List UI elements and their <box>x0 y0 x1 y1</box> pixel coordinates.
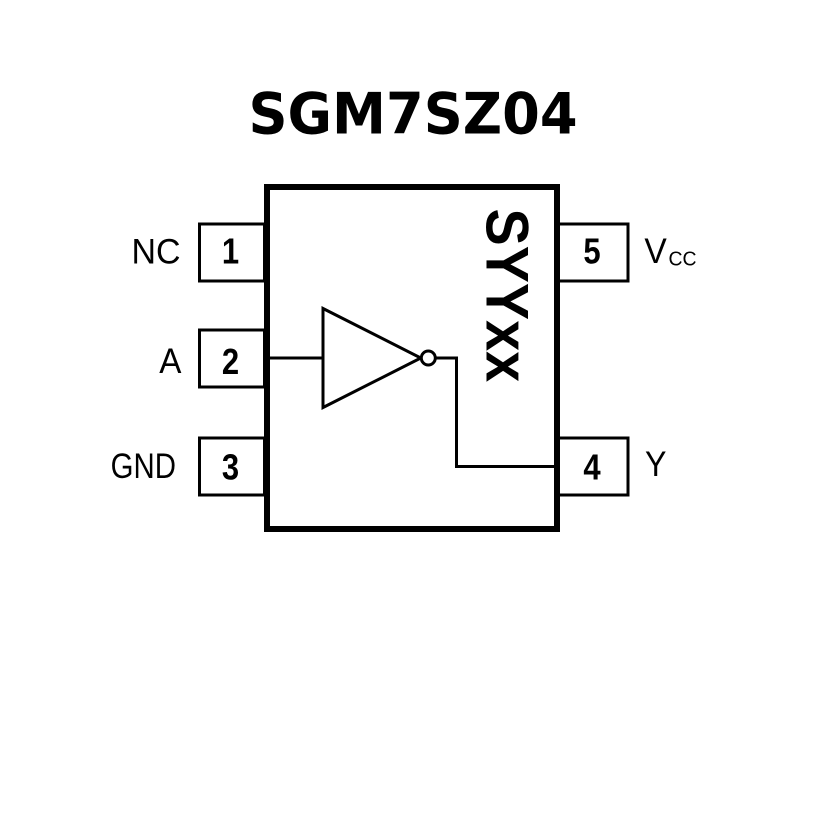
pin-label-gnd: GND <box>111 447 176 486</box>
pin-label-nc: NC <box>131 233 180 272</box>
pin-label-y: Y <box>645 446 666 485</box>
pin-box-4 <box>554 436 630 497</box>
pin-label-vcc: V <box>644 232 667 271</box>
pin-number-4: 4 <box>583 447 600 488</box>
inverter-bubble <box>419 349 437 367</box>
pin-label-a: A <box>159 342 181 381</box>
page-title: SGM7SZ04 <box>248 82 577 148</box>
pin-box-3 <box>198 436 266 497</box>
chip-marking: SYYxx <box>473 209 539 383</box>
pin-label-vcc-sub: CC <box>669 248 697 270</box>
pin-number-3: 3 <box>222 447 239 488</box>
pin-number-5: 5 <box>583 231 600 272</box>
output-wire <box>435 356 557 468</box>
pin-box-5 <box>554 222 630 283</box>
pin-number-2: 2 <box>222 342 239 383</box>
pin-box-1 <box>198 222 266 283</box>
pin-number-1: 1 <box>222 231 239 272</box>
pin-box-2 <box>198 328 266 389</box>
inverter-triangle <box>321 306 425 410</box>
